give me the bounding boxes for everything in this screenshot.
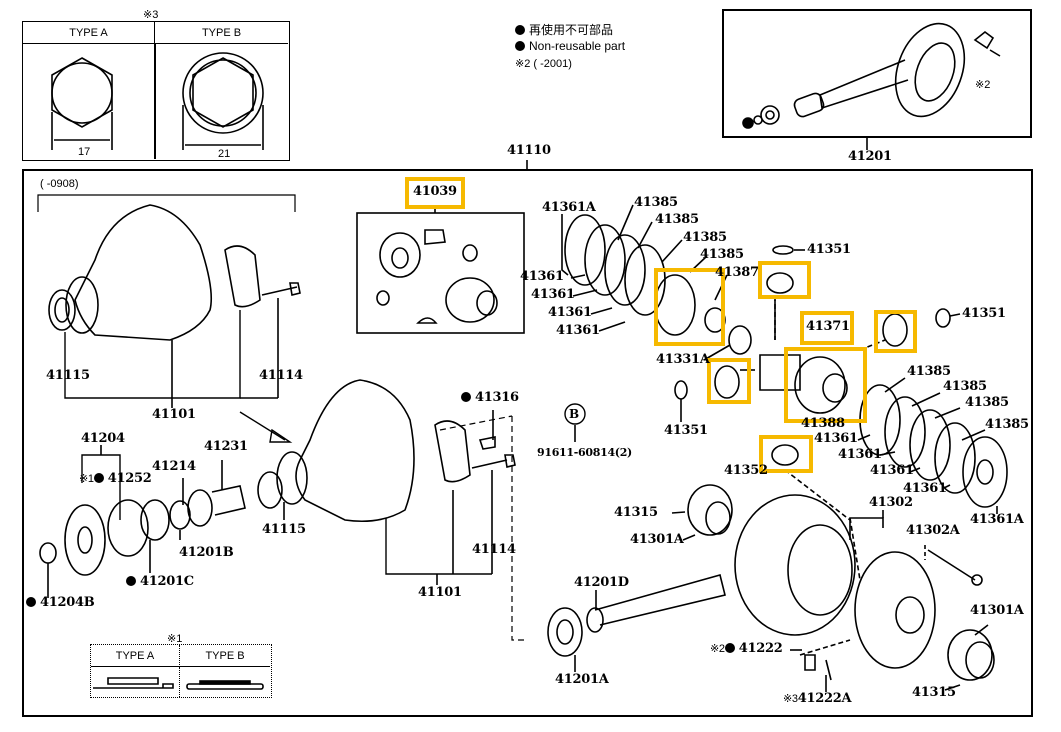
part-41301a[interactable]: 41301A [630,532,684,547]
circle-b-letter: B [569,407,579,421]
kit-41039-frame [356,212,525,334]
part-41361[interactable]: 41361 [870,463,914,478]
ring-gear-differential-illustration [547,484,995,681]
non-reusable-dot-icon [515,41,525,51]
non-reusable-dot-icon [724,643,735,653]
highlight-side-gear-right [784,347,867,423]
non-reusable-dot-icon [515,25,525,35]
inset-marker: ※2 [975,79,991,91]
part-41204b[interactable]: 41204B [26,596,95,610]
part-41201[interactable]: 41201 [848,149,892,164]
washer-table-marker: ※1 [167,633,183,645]
part-41114[interactable]: 41114 [472,542,516,557]
housing-41101-illustration-top [48,204,301,341]
nut-table-marker: ※3 [143,9,159,21]
legend-en: Non-reusable part [515,39,625,53]
part-41385[interactable]: 41385 [683,230,727,245]
part-41204[interactable]: 41204 [81,431,125,446]
part-41101[interactable]: 41101 [418,585,462,600]
part-41385[interactable]: 41385 [655,212,699,227]
part-41388[interactable]: 41388 [801,416,845,431]
part-41316[interactable]: 41316 [461,391,519,405]
non-reusable-dot-icon [93,473,104,483]
nut-size-a: 17 [78,146,91,158]
part-41361a[interactable]: 41361A [542,200,596,215]
highlight-thrust-washer-right [874,310,917,353]
part-41361[interactable]: 41361 [520,269,564,284]
part-41385[interactable]: 41385 [985,417,1029,432]
part-41315[interactable]: 41315 [912,685,956,700]
companion-flange-illustration [39,485,246,576]
part-41222a[interactable]: ※341222A [783,691,852,706]
highlight-41371 [800,311,854,345]
part-41351[interactable]: 41351 [807,242,851,257]
part-41361[interactable]: 41361 [903,481,947,496]
nut-type-table: TYPE A TYPE B [22,21,290,161]
part-41351[interactable]: 41351 [664,423,708,438]
part-41301a[interactable]: 41301A [970,603,1024,618]
washer-type-b-header: TYPE B [180,645,270,667]
part-41115[interactable]: 41115 [262,522,306,537]
part-41371[interactable]: 41371 [806,319,850,334]
part-41385[interactable]: 41385 [634,195,678,210]
part-41351[interactable]: 41351 [962,306,1006,321]
non-reusable-dot-icon [26,597,36,607]
part-41039[interactable]: 41039 [413,184,457,199]
part-41231[interactable]: 41231 [204,439,248,454]
gear-kit-illustration [376,229,498,324]
part-41387[interactable]: 41387 [715,265,759,280]
inset-41201-frame [722,9,1032,138]
part-41385[interactable]: 41385 [965,395,1009,410]
highlight-pinion-bottom [759,435,813,473]
washer-type-table: TYPE A TYPE B [90,644,272,698]
highlight-pinion-top [758,261,811,299]
part-41361[interactable]: 41361 [556,323,600,338]
part-41315[interactable]: 41315 [614,505,658,520]
pinion-gear-illustration [742,22,1001,129]
assembly-41110[interactable]: 41110 [507,143,551,158]
part-91611-60814[interactable]: 91611-60814(2) [537,446,632,459]
nut-type-a-header: TYPE A [23,22,155,44]
housing-date-note: ( -0908) [40,178,79,190]
part-41385[interactable]: 41385 [907,364,951,379]
housing-41101-illustration-bottom [257,379,516,523]
part-41201c[interactable]: 41201C [126,575,194,589]
highlight-41039 [405,177,465,209]
part-41201b[interactable]: 41201B [179,545,234,560]
part-41115[interactable]: 41115 [46,368,90,383]
highlight-side-gear-left [654,268,725,346]
part-41352[interactable]: 41352 [724,463,768,478]
legend-note2: ※2 ( -2001) [515,58,572,70]
part-41361a[interactable]: 41361A [970,512,1024,527]
highlight-thrust-washer-left [707,358,751,404]
non-reusable-dot-icon [461,392,471,402]
part-41201a[interactable]: 41201A [555,672,609,687]
washer-type-a-header: TYPE A [91,645,180,667]
part-41214[interactable]: 41214 [152,459,196,474]
part-41361[interactable]: 41361 [548,305,592,320]
part-41201d[interactable]: 41201D [574,575,629,590]
part-41302a[interactable]: 41302A [906,523,960,538]
nut-size-b: 21 [218,148,231,160]
part-41385[interactable]: 41385 [700,247,744,262]
part-41114[interactable]: 41114 [259,368,303,383]
circle-b-outline [564,403,586,425]
part-41302[interactable]: 41302 [869,495,913,510]
nut-type-b-header: TYPE B [155,22,288,44]
part-41385[interactable]: 41385 [943,379,987,394]
legend-jp: 再使用不可部品 [515,21,613,38]
part-41361[interactable]: 41361 [814,431,858,446]
part-41101[interactable]: 41101 [152,407,196,422]
part-41361[interactable]: 41361 [531,287,575,302]
part-41331a[interactable]: 41331A [656,352,710,367]
part-41361[interactable]: 41361 [838,447,882,462]
non-reusable-dot-icon [126,576,136,586]
